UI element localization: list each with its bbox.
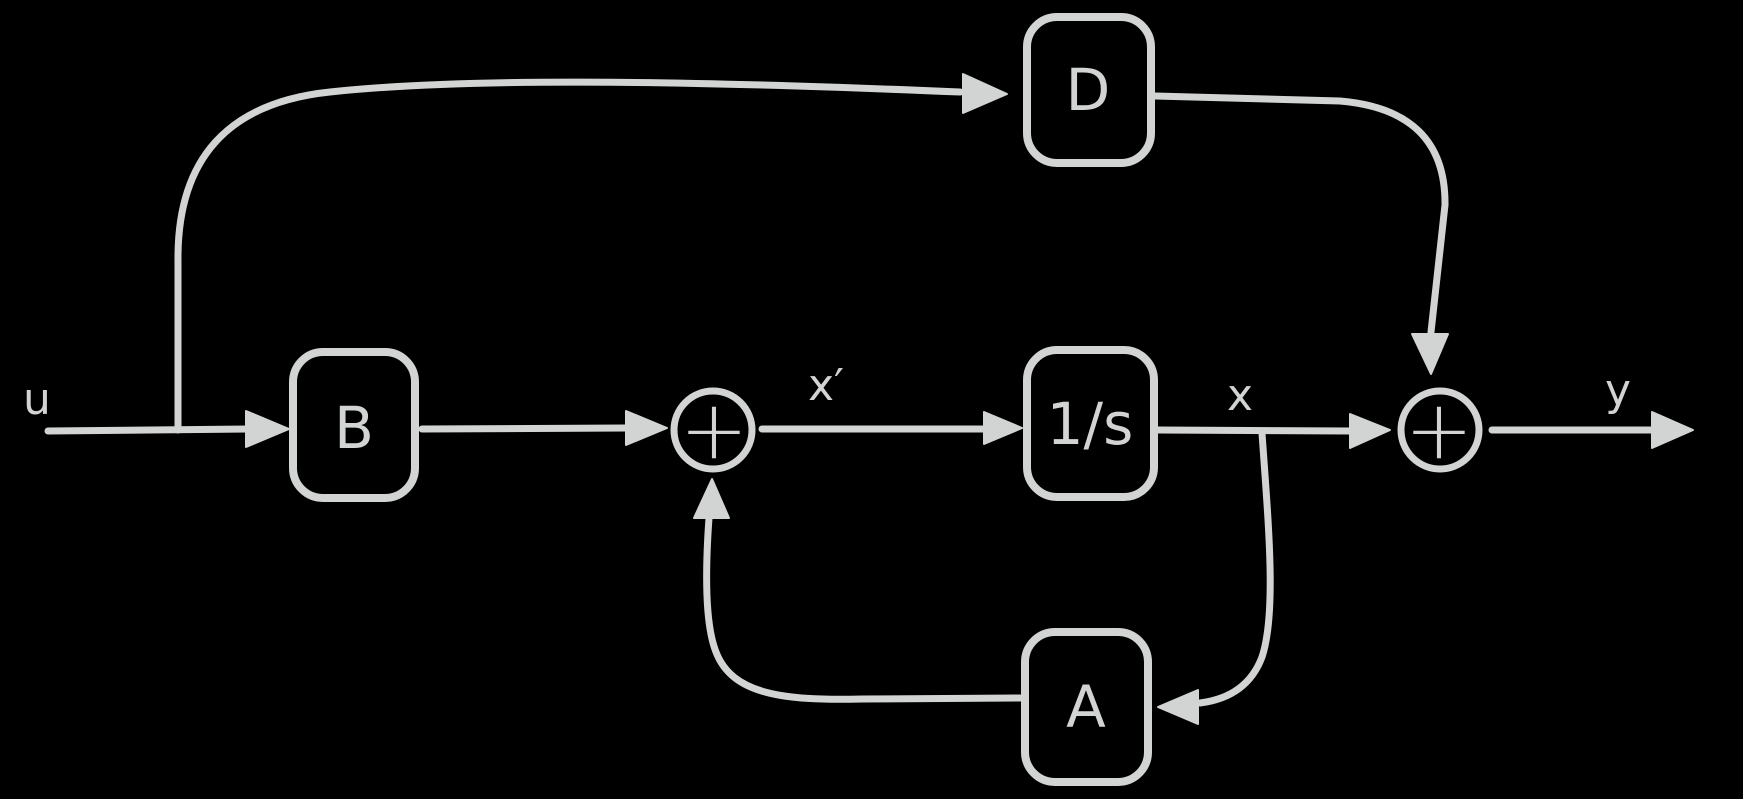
block-d-rect xyxy=(1023,13,1155,167)
sum2-plus-symbol: + xyxy=(1405,383,1474,478)
block-d: D xyxy=(1023,13,1155,167)
arrowhead-into-b xyxy=(245,410,290,448)
edge-u-to-b xyxy=(44,425,252,435)
edge-u-to-d xyxy=(174,78,964,434)
summing-junction-1: + xyxy=(670,383,756,478)
block-b-label: B xyxy=(334,394,374,462)
arrowhead-a-into-sum1 xyxy=(693,478,730,519)
block-d-label: D xyxy=(1066,56,1111,124)
edge-a-to-sum1 xyxy=(703,514,1024,703)
arrowhead-into-integrator xyxy=(983,411,1023,445)
arrowhead-output xyxy=(1651,411,1694,449)
signal-label-u: u xyxy=(23,374,51,425)
block-integrator-label: 1/s xyxy=(1047,390,1134,458)
sum2-circle xyxy=(1397,387,1483,473)
block-b: B xyxy=(289,348,419,502)
arrowhead-into-sum1-left xyxy=(625,410,668,446)
sum1-circle xyxy=(670,387,756,473)
block-a-label: A xyxy=(1066,673,1106,741)
block-integrator: 1/s xyxy=(1023,346,1158,501)
block-a-rect xyxy=(1021,628,1152,786)
edge-d-to-sum2 xyxy=(1151,92,1449,336)
arrowhead-d-into-sum2 xyxy=(1411,333,1449,375)
arrowhead-into-a xyxy=(1157,689,1199,725)
block-integrator-rect xyxy=(1023,346,1158,501)
block-b-rect xyxy=(289,348,419,502)
arrowhead-into-d xyxy=(962,73,1008,114)
edge-x-to-a xyxy=(1196,429,1274,707)
summing-junction-2: + xyxy=(1397,383,1483,478)
signal-label-y: y xyxy=(1605,365,1631,416)
edge-b-to-sum1 xyxy=(418,424,630,433)
signal-label-x-prime: x′ xyxy=(808,360,844,411)
edge-integrator-to-sum2 xyxy=(1154,426,1354,435)
signal-label-x: x xyxy=(1227,370,1253,421)
sum1-plus-symbol: + xyxy=(680,383,749,478)
arrowhead-into-sum2-left xyxy=(1349,413,1391,449)
block-a: A xyxy=(1021,628,1152,786)
